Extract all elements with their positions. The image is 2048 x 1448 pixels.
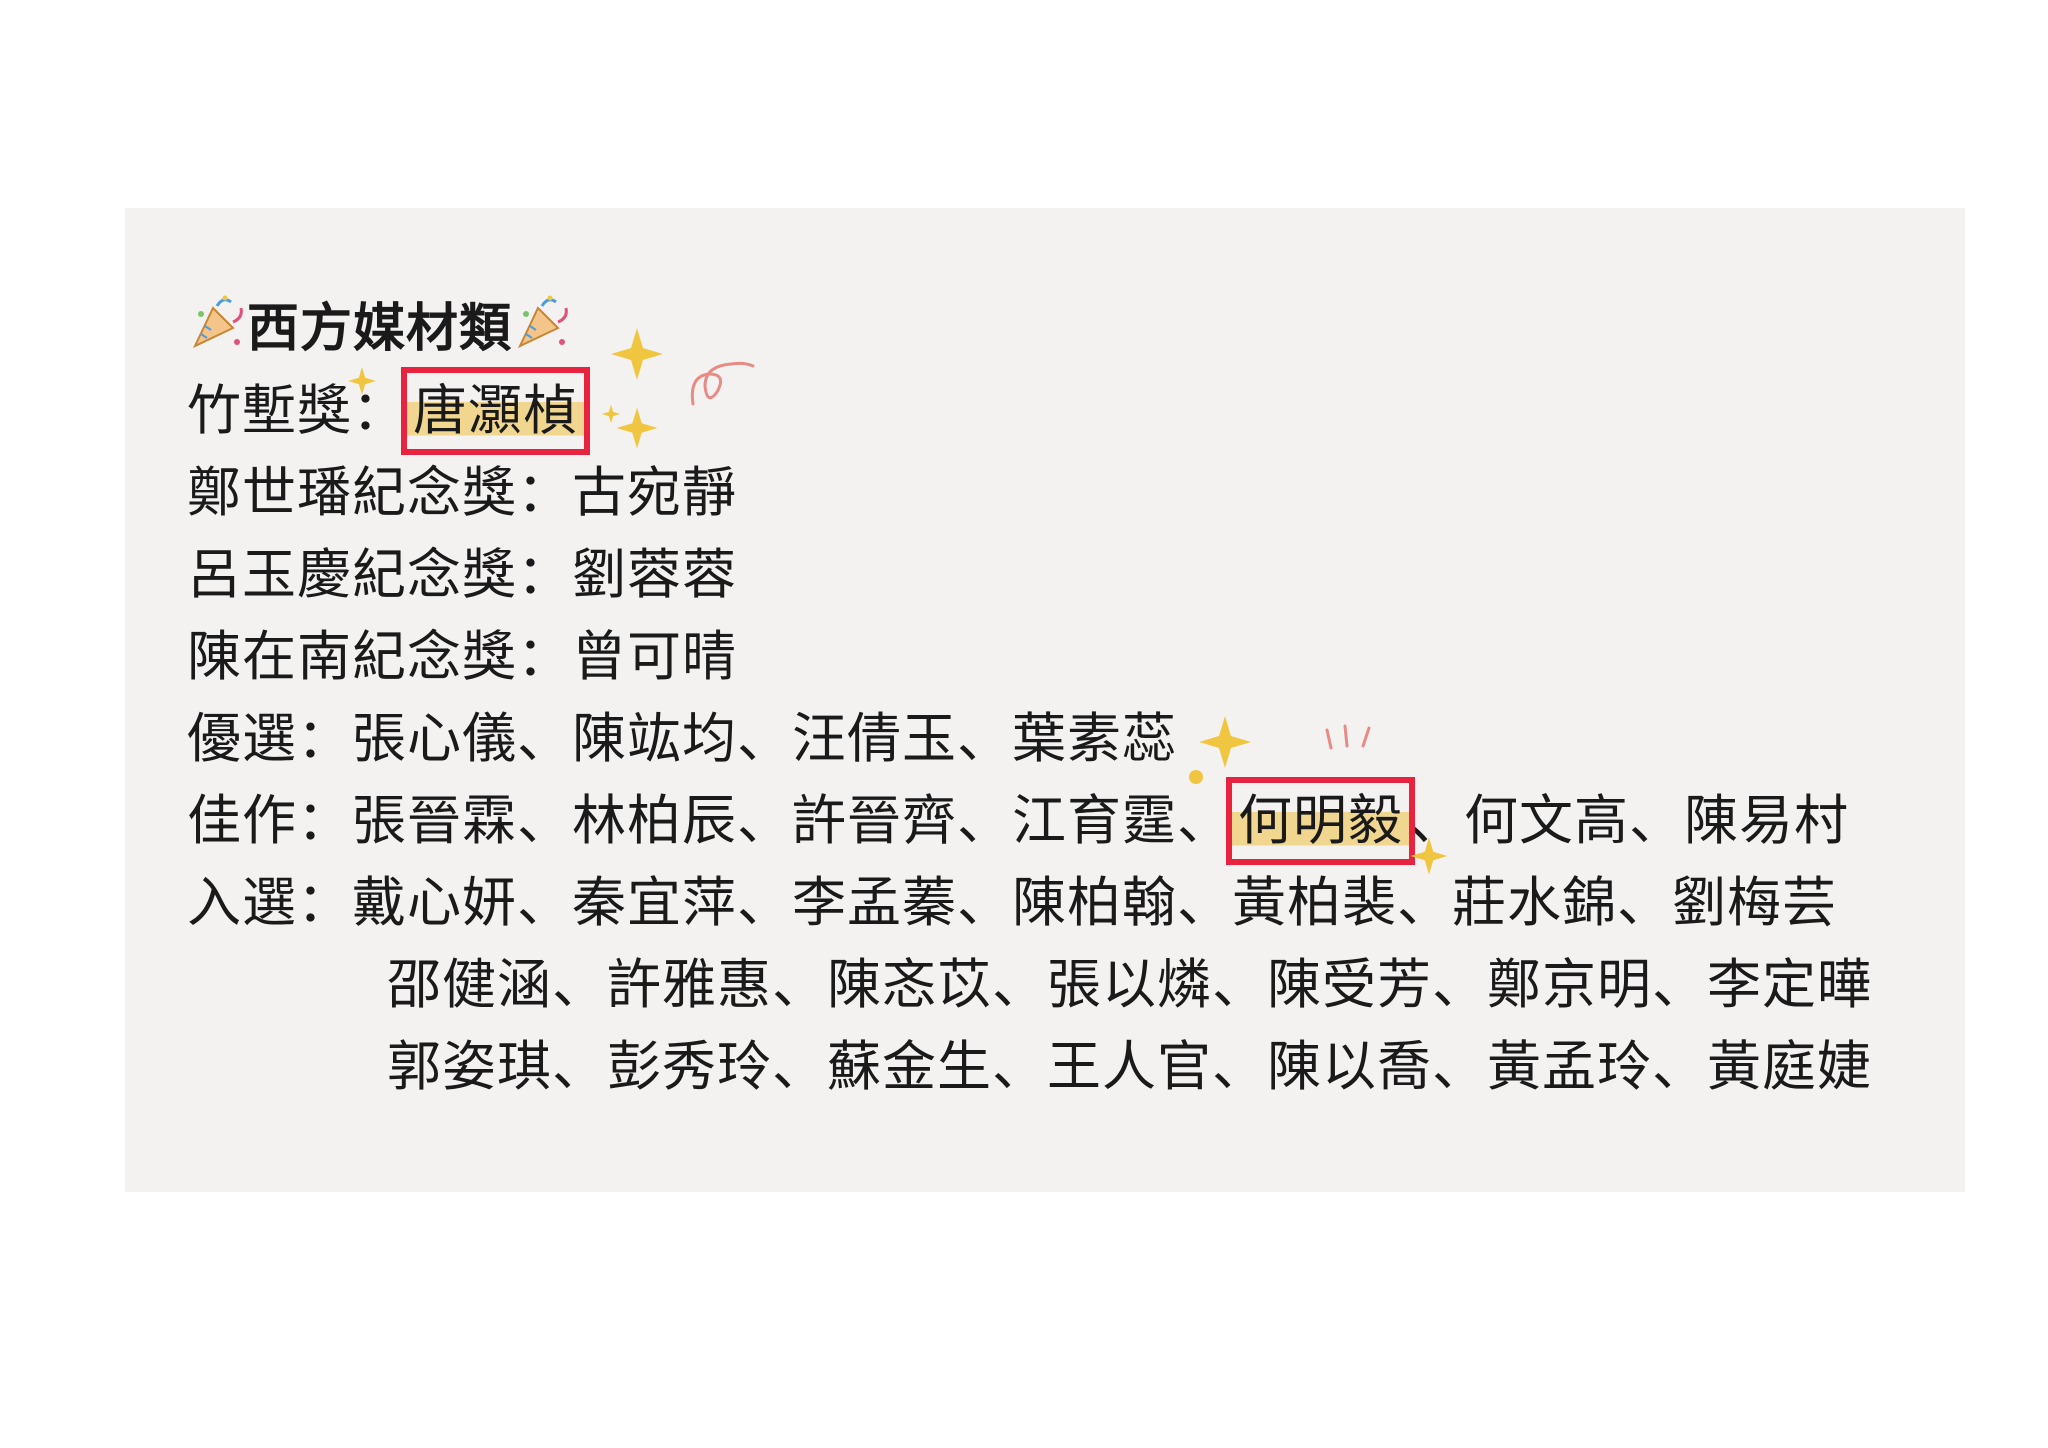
award-row-lu: 呂玉慶紀念獎：劉蓉蓉 xyxy=(187,534,737,616)
award-winners: 張晉霖、林柏辰、許晉齊、江育霆、 xyxy=(352,789,1232,852)
category-title: 西方媒材類 xyxy=(247,299,513,359)
highlighted-winner: 唐灝楨 xyxy=(401,367,590,455)
award-label: 呂玉慶紀念獎 xyxy=(187,543,517,606)
category-title-row: 西方媒材類 xyxy=(187,288,572,370)
party-popper-icon xyxy=(512,294,572,354)
swirl-icon xyxy=(690,361,755,406)
award-label: 佳作 xyxy=(187,789,297,852)
announcement-panel: 西方媒材類 竹塹獎：唐灝楨 鄭世璠紀念獎：古宛靜 呂玉慶紀念獎：劉蓉蓉 陳在南紀… xyxy=(125,208,1965,1192)
award-winners: 張心儀、陳竑均、汪倩玉、葉素蕊 xyxy=(352,707,1177,770)
highlighted-winner: 何明毅 xyxy=(1226,777,1415,865)
selected-continuation-1: 邵健涵、許雅惠、陳忞苡、張以燐、陳受芳、鄭京明、李定曄 xyxy=(387,953,1872,1016)
award-label: 優選 xyxy=(187,707,297,770)
award-winners: 曾可晴 xyxy=(572,625,737,688)
sparkle-icon xyxy=(601,404,621,424)
award-winners: 古宛靜 xyxy=(572,461,737,524)
sparkle-icon xyxy=(616,407,658,449)
label-separator: ： xyxy=(297,871,352,934)
award-row-zhuqian: 竹塹獎：唐灝楨 xyxy=(187,367,590,455)
award-row-zheng: 鄭世璠紀念獎：古宛靜 xyxy=(187,452,737,534)
award-label: 陳在南紀念獎 xyxy=(187,625,517,688)
party-popper-icon xyxy=(187,294,247,354)
award-label: 竹塹獎 xyxy=(187,379,352,442)
award-row-honorable: 佳作：張晉霖、林柏辰、許晉齊、江育霆、何明毅、何文高、陳易村 xyxy=(187,777,1849,865)
award-row-selected: 入選：戴心妍、秦宜萍、李孟蓁、陳柏翰、黃柏裴、莊水錦、劉梅芸 xyxy=(187,862,1837,944)
label-separator: ： xyxy=(517,543,572,606)
award-row-excellent: 優選：張心儀、陳竑均、汪倩玉、葉素蕊 xyxy=(187,698,1177,780)
label-separator: ： xyxy=(517,461,572,524)
selected-continuation-2: 郭姿琪、彭秀玲、蘇金生、王人官、陳以喬、黃孟玲、黃庭婕 xyxy=(387,1035,1872,1098)
award-row-chen: 陳在南紀念獎：曾可晴 xyxy=(187,616,737,698)
sparkle-icon xyxy=(611,328,663,380)
award-winners: 、何文高、陳易村 xyxy=(1409,789,1849,852)
label-separator: ： xyxy=(297,789,352,852)
label-separator: ： xyxy=(517,625,572,688)
label-separator: ： xyxy=(352,379,407,442)
award-label: 入選 xyxy=(187,871,297,934)
label-separator: ： xyxy=(297,707,352,770)
sparkle-icon xyxy=(1199,716,1251,768)
burst-lines-icon xyxy=(1325,724,1371,750)
award-label: 鄭世璠紀念獎 xyxy=(187,461,517,524)
award-winners: 劉蓉蓉 xyxy=(572,543,737,606)
award-winners: 戴心妍、秦宜萍、李孟蓁、陳柏翰、黃柏裴、莊水錦、劉梅芸 xyxy=(352,871,1837,934)
